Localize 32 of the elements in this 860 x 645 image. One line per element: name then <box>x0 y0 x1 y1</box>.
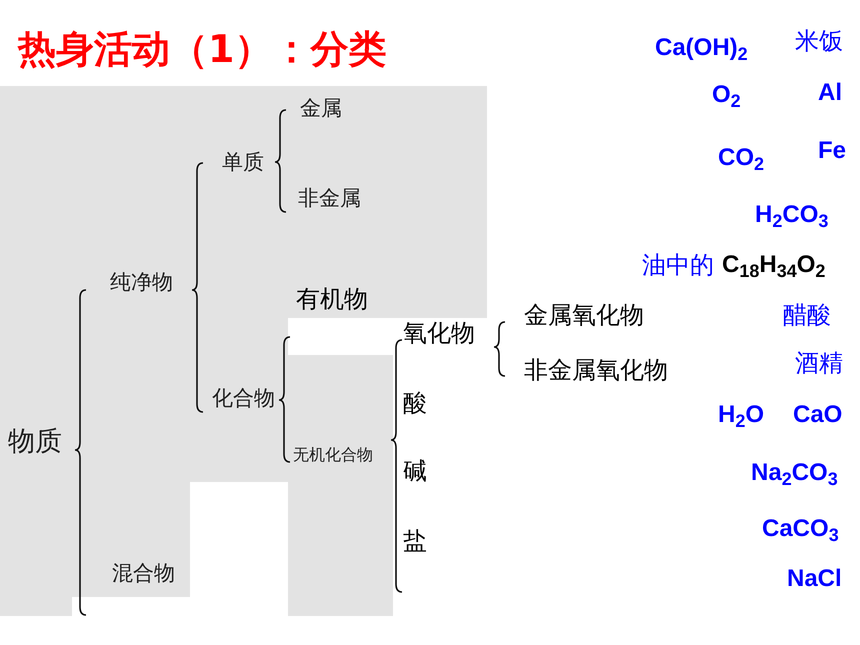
formula-label: Fe <box>818 136 846 166</box>
category-label: 酸 <box>403 388 427 418</box>
category-label: 盐 <box>403 526 427 556</box>
category-label: 金属氧化物 <box>524 300 644 330</box>
category-label: 纯净物 <box>110 272 173 293</box>
food-label: 米饭 <box>795 26 843 56</box>
category-label: 无机化合物 <box>293 447 373 463</box>
formula-label: Ca(OH)$_{2}$ <box>655 33 748 63</box>
formula-label: NaCl <box>787 564 842 594</box>
category-label: 碱 <box>403 456 427 486</box>
category-label: 非金属氧化物 <box>524 355 668 385</box>
formula-label: C$_{18}$H$_{34}$O$_{2}$ <box>722 250 826 280</box>
category-label: 混合物 <box>112 563 175 584</box>
formula-label: H$_{2}$O <box>718 400 764 430</box>
formula-label: Na$_{2}$CO$_{3}$ <box>751 458 838 488</box>
formula-label: H$_{2}$CO$_{3}$ <box>755 200 828 230</box>
category-label: 非金属 <box>298 188 361 209</box>
category-label: 氧化物 <box>403 318 475 348</box>
formula-label: CO$_{2}$ <box>718 143 764 173</box>
substance-label: 酒精 <box>795 348 843 378</box>
formula-label: O$_{2}$ <box>712 80 741 110</box>
category-label: 物质 <box>8 428 62 455</box>
category-label: 化合物 <box>212 388 275 409</box>
substance-label: 醋酸 <box>783 300 831 330</box>
substance-label: 油中的 <box>642 250 714 280</box>
formula-label: Al <box>818 78 842 108</box>
formula-label: CaO <box>793 400 842 430</box>
slide-title: 热身活动（1）：分类 <box>18 26 386 73</box>
category-label: 单质 <box>222 152 264 173</box>
category-label: 金属 <box>300 98 342 119</box>
formula-label: CaCO$_{3}$ <box>762 514 839 544</box>
category-label: 有机物 <box>296 284 368 314</box>
